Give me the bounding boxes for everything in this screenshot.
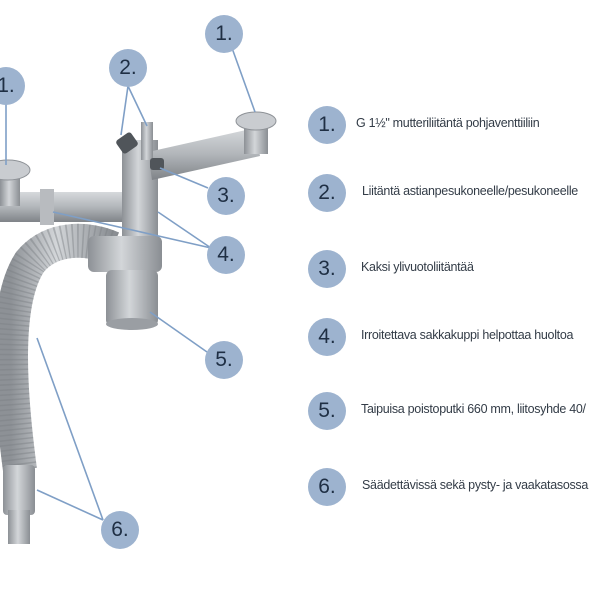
callout-badge-5: 5. [205, 341, 243, 379]
legend-item-2: 2. Liitäntä astianpesukoneelle/pesukonee… [0, 174, 600, 214]
overflow-connector-left [116, 132, 138, 154]
right-inlet-nut [235, 111, 277, 131]
left-inlet-nut [0, 159, 31, 181]
sediment-cup-bottom [106, 318, 158, 330]
legend-text-2: Liitäntä astianpesukoneelle/pesukoneelle [362, 184, 578, 198]
legend-text-3: Kaksi ylivuotoliitäntää [361, 260, 474, 274]
legend-badge-2: 2. [308, 174, 346, 212]
leader-6b [36, 489, 104, 521]
legend-badge-5: 5. [308, 392, 346, 430]
leader-4b [157, 211, 212, 249]
legend-item-1: 1. G 1½" mutteriliitäntä pohjaventtiilii… [0, 106, 600, 146]
sediment-cup [106, 270, 158, 326]
overflow-connector-right [150, 158, 164, 170]
legend-badge-3: 3. [308, 250, 346, 288]
legend-badge-1: 1. [308, 106, 346, 144]
callout-badge-6: 6. [101, 511, 139, 549]
legend-text-5: Taipuisa poistoputki 660 mm, liitosyhde … [361, 402, 586, 416]
callout-badge-4: 4. [207, 236, 245, 274]
legend-item-6: 6. Säädettävissä sekä pysty- ja vaakatas… [0, 468, 600, 508]
legend-text-1: G 1½" mutteriliitäntä pohjaventtiiliin [356, 116, 540, 130]
legend-text-6: Säädettävissä sekä pysty- ja vaakatasoss… [362, 478, 589, 492]
legend-badge-6: 6. [308, 468, 346, 506]
legend-badge-4: 4. [308, 318, 346, 356]
leader-2a [120, 85, 129, 136]
legend-text-4: Irroitettava sakkakuppi helpottaa huolto… [361, 328, 574, 342]
left-inlet-pipe [0, 176, 20, 206]
hose-end-pipe [8, 510, 30, 544]
leader-4a [52, 211, 212, 249]
legend-item-5: 5. Taipuisa poistoputki 660 mm, liitosyh… [0, 392, 600, 432]
callout-badge-2: 2. [109, 49, 147, 87]
flexible-hose [0, 223, 120, 473]
right-branch-pipe [148, 128, 260, 180]
right-inlet-pipe [244, 126, 268, 154]
leader-3 [159, 167, 209, 189]
left-branch-joint [40, 189, 54, 225]
legend-item-4: 4. Irroitettava sakkakuppi helpottaa huo… [0, 318, 600, 358]
legend-item-3: 3. Kaksi ylivuotoliitäntää [0, 250, 600, 290]
left-branch-pipe [0, 192, 140, 222]
leader-6a [36, 337, 104, 521]
leader-1-right [231, 47, 256, 113]
hose-end-coupling [3, 465, 35, 515]
leader-2b [127, 85, 148, 127]
callout-badge-1-right: 1. [205, 15, 243, 53]
leader-5 [149, 311, 208, 353]
appliance-connector [141, 122, 153, 160]
trap-cup-collar [88, 236, 162, 272]
callout-badge-3: 3. [207, 177, 245, 215]
